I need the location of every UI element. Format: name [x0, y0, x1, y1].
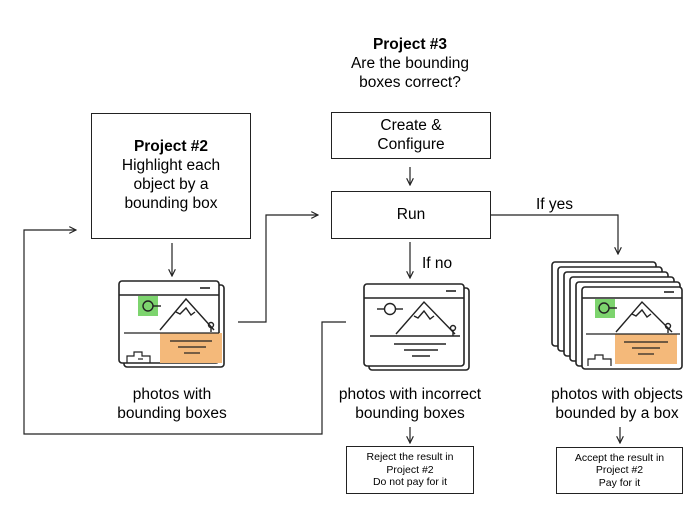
caption-left-line1: photos with	[132, 386, 212, 403]
if-yes-label: If yes	[536, 196, 574, 213]
caption-right-line1: photos with objects	[551, 386, 683, 403]
reject-result-box: Reject the result in Project #2 Do not p…	[346, 446, 474, 494]
accept-line1: Accept the result in	[574, 451, 665, 464]
run-box: Run	[331, 191, 491, 239]
accept-line3: Pay for it	[598, 476, 641, 489]
caption-photos-bounded: photos with objects bounded by a box	[535, 386, 699, 424]
project3-label: Project #3 Are the bounding boxes correc…	[310, 36, 510, 93]
run-label: Run	[396, 206, 426, 223]
project3-question-line2: boxes correct?	[359, 73, 461, 91]
arrow-run-to-correct	[491, 214, 618, 254]
if-no-label: If no	[422, 255, 453, 272]
create-configure-box: Create & Configure	[331, 112, 491, 159]
create-configure-line1: Create &	[380, 116, 442, 134]
reject-line2: Project #2	[386, 463, 434, 476]
reject-line1: Reject the result in	[366, 451, 454, 464]
caption-photos-incorrect: photos with incorrect bounding boxes	[322, 386, 498, 424]
caption-middle-line1: photos with incorrect	[338, 386, 482, 403]
arrow-photos-to-run	[238, 215, 318, 323]
project2-line3: bounding box	[124, 194, 218, 212]
project3-title: Project #3	[372, 36, 448, 53]
accept-result-box: Accept the result in Project #2 Pay for …	[556, 447, 683, 494]
arrow-incorrect-back-to-project2	[23, 230, 346, 435]
caption-middle-line2: bounding boxes	[355, 404, 465, 422]
caption-left-line2: bounding boxes	[117, 404, 227, 422]
caption-right-line2: bounded by a box	[555, 404, 679, 422]
caption-photos-with-bounding-boxes: photos with bounding boxes	[92, 386, 252, 424]
project2-line1: Highlight each	[121, 157, 221, 175]
project2-line2: object by a	[133, 176, 209, 193]
project2-box: Project #2 Highlight each object by a bo…	[91, 113, 251, 239]
create-configure-line2: Configure	[377, 135, 445, 153]
project3-question-line1: Are the bounding	[350, 54, 470, 72]
reject-line3: Do not pay for it	[372, 476, 448, 489]
accept-line2: Project #2	[595, 464, 644, 477]
project2-title: Project #2	[133, 138, 209, 156]
